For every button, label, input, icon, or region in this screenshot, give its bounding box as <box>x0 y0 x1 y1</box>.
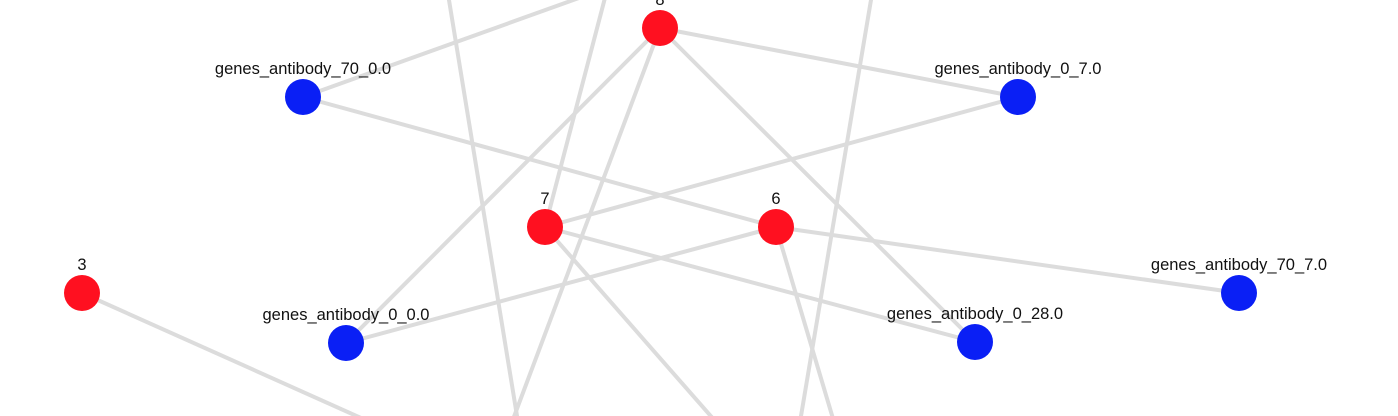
edge-genes_antibody_70_0.0-to-6 <box>302 95 777 229</box>
node-label-genes_antibody_0_0.0: genes_antibody_0_0.0 <box>263 306 430 324</box>
edge-3-to-offscreen-bottom-4 <box>81 291 362 416</box>
node-label-genes_antibody_0_28.0: genes_antibody_0_28.0 <box>887 305 1063 323</box>
node-label-7: 7 <box>540 190 549 208</box>
node-label-6: 6 <box>771 190 780 208</box>
node-label-3: 3 <box>77 256 86 274</box>
node-8[interactable] <box>642 10 678 46</box>
node-genes_antibody_0_28.0[interactable] <box>957 324 993 360</box>
node-6[interactable] <box>758 209 794 245</box>
edge-7-to-offscreen-top-2 <box>543 0 607 228</box>
edge-8-to-genes_antibody_0_7.0 <box>659 26 1019 99</box>
edge-8-to-offscreen-bottom-1 <box>512 27 662 416</box>
edge-offscreen-top-3-to-offscreen-bottom-5 <box>446 0 520 416</box>
edge-genes_antibody_70_0.0-to-offscreen-top-1 <box>302 0 580 99</box>
edge-7-to-genes_antibody_0_7.0 <box>544 95 1019 229</box>
edge-6-to-genes_antibody_0_0.0 <box>345 225 777 345</box>
edge-layer <box>81 0 1240 416</box>
node-label-genes_antibody_70_7.0: genes_antibody_70_7.0 <box>1151 256 1327 274</box>
edge-offscreen-top-4-to-offscreen-bottom-6 <box>798 0 874 416</box>
node-genes_antibody_70_0.0[interactable] <box>285 79 321 115</box>
label-layer: 8 7 6 3 genes_antibody_70_0.0 genes_antibody_… <box>77 0 1327 324</box>
node-genes_antibody_0_0.0[interactable] <box>328 325 364 361</box>
node-genes_antibody_70_7.0[interactable] <box>1221 275 1257 311</box>
edge-8-to-genes_antibody_0_28.0 <box>658 26 977 344</box>
node-layer <box>64 10 1257 361</box>
edge-7-to-genes_antibody_0_28.0 <box>544 225 976 344</box>
node-label-8: 8 <box>655 0 664 9</box>
node-3[interactable] <box>64 275 100 311</box>
node-7[interactable] <box>527 209 563 245</box>
node-label-genes_antibody_0_7.0: genes_antibody_0_7.0 <box>935 60 1102 78</box>
edge-6-to-genes_antibody_70_7.0 <box>775 225 1240 295</box>
edge-6-to-offscreen-bottom-3 <box>774 226 835 416</box>
edge-7-to-offscreen-bottom-2 <box>543 225 714 416</box>
node-label-genes_antibody_70_0.0: genes_antibody_70_0.0 <box>215 60 391 78</box>
node-genes_antibody_0_7.0[interactable] <box>1000 79 1036 115</box>
edge-8-to-genes_antibody_0_0.0 <box>344 26 662 345</box>
